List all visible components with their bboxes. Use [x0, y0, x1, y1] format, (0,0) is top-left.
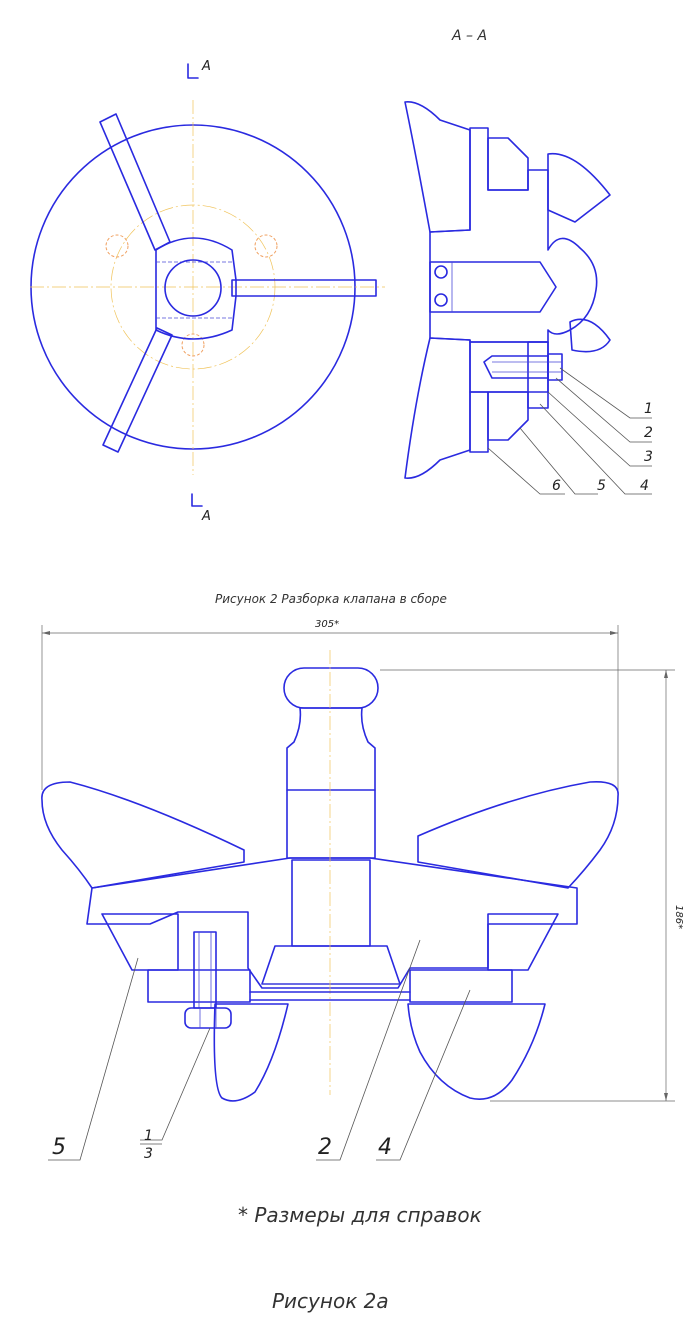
- section-title: A – A: [451, 28, 487, 44]
- section-mark-top-label: A: [201, 59, 211, 74]
- seat-ring-upper: [487, 137, 529, 191]
- reference-note: * Размеры для справок: [238, 1203, 482, 1227]
- leader-2: [555, 377, 652, 443]
- lever-lower-right: [569, 318, 611, 353]
- callout-4: 4: [640, 478, 649, 494]
- bolt-nut: [184, 1007, 232, 1029]
- bolt-circle: [110, 204, 276, 370]
- stem-channel: [291, 859, 371, 947]
- flange-lower: [469, 391, 489, 453]
- flange-plate-right: [409, 969, 513, 1003]
- callout-3: 3: [644, 449, 653, 465]
- seat-ring-lower: [487, 391, 529, 441]
- dim-height-text: 186*: [673, 905, 684, 929]
- callout-5: 5: [597, 478, 606, 494]
- plan-view: A A: [30, 59, 385, 524]
- section-mark-bottom: [191, 493, 203, 507]
- leader-6: [487, 447, 565, 495]
- section-view: A – A 1 2 3: [404, 28, 653, 495]
- hub-bore: [164, 259, 222, 317]
- bore-ball-lower: [434, 293, 448, 307]
- bolt-hole-bottom: [181, 333, 205, 357]
- wing-left: [41, 781, 245, 889]
- leader-1: [559, 367, 652, 419]
- lever-upper-right: [547, 152, 611, 223]
- leader-4: [539, 403, 652, 495]
- leader-4-bottom: [376, 989, 471, 1161]
- seal-ring-left: [101, 913, 179, 971]
- valve-stem: [286, 707, 376, 859]
- leader-5: [519, 427, 598, 495]
- dim-width-text: 305*: [315, 619, 339, 630]
- spoke-lower-left: [102, 327, 173, 453]
- caption-figure-2: Рисунок 2 Разборка клапана в сборе: [215, 592, 447, 606]
- flange-plate: [469, 341, 549, 393]
- main-body-section: [429, 127, 598, 343]
- callout-bottom-5: 5: [52, 1135, 66, 1160]
- spoke-upper-left: [99, 113, 171, 251]
- body-bore: [429, 261, 557, 313]
- lever-lower-left: [213, 1003, 289, 1102]
- assembly-body: [86, 857, 578, 989]
- callout-2: 2: [644, 425, 653, 441]
- assembly-view: 305* 186*: [41, 619, 684, 1162]
- lever-upper-left: [404, 101, 471, 233]
- lever-lower-right: [407, 1003, 546, 1100]
- spoke-right: [231, 279, 377, 297]
- bolt-nut: [547, 353, 563, 381]
- valve-head: [283, 667, 379, 709]
- bolt-shank: [483, 355, 549, 379]
- leader-1-bottom: [140, 1027, 211, 1141]
- callout-bottom-2: 2: [318, 1135, 332, 1160]
- caption-figure-2a: Рисунок 2а: [272, 1289, 389, 1313]
- callout-bottom-4: 4: [378, 1135, 392, 1160]
- cone-seat: [261, 945, 401, 985]
- section-mark-bottom-label: A: [201, 509, 211, 524]
- washer-plate: [527, 341, 549, 409]
- callout-bottom-3: 3: [144, 1146, 153, 1162]
- leader-3: [547, 391, 652, 467]
- leader-2-bottom: [316, 939, 421, 1161]
- bolt-hole-left: [105, 234, 129, 258]
- leader-5-bottom: [48, 957, 139, 1161]
- hub-block: [155, 237, 237, 340]
- callout-bottom-1: 1: [144, 1128, 153, 1144]
- bore-ball-upper: [434, 265, 448, 279]
- bolt-hole-right: [254, 234, 278, 258]
- lever-lower-left: [404, 337, 471, 479]
- callout-1: 1: [644, 401, 653, 417]
- section-mark-top: [187, 63, 199, 79]
- wing-right: [417, 780, 619, 889]
- seal-ring-right: [487, 913, 559, 971]
- callout-6: 6: [552, 478, 561, 494]
